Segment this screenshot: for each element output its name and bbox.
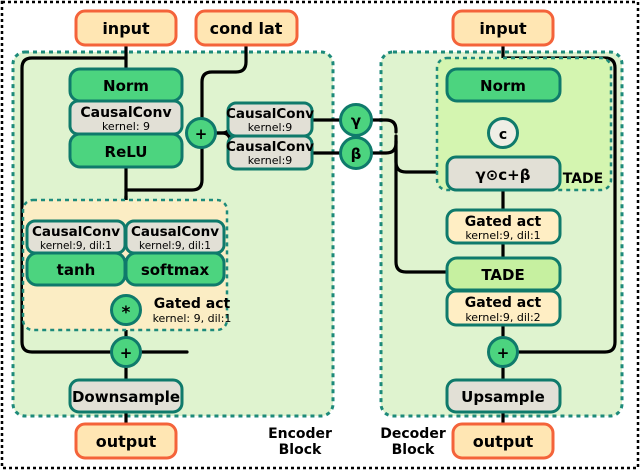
encoder-residual-add-symbol: +	[120, 344, 133, 362]
decoder-gated-act-1[interactable]: Gated act kernel:9, dil:1	[445, 208, 562, 245]
encoder-gated-left-conv[interactable]: CausalConv kernel:9, dil:1	[25, 219, 127, 255]
decoder-tade-block[interactable]: TADE	[445, 256, 562, 292]
decoder-gated-act-2-title: Gated act	[465, 295, 542, 311]
beta-causalconv-title: CausalConv	[226, 139, 314, 155]
encoder-relu-label: ReLU	[105, 143, 148, 161]
tade-affine-box[interactable]: γ⊙c+β	[445, 155, 562, 192]
decoder-residual-add-symbol: +	[497, 344, 510, 362]
upsample-box[interactable]: Upsample	[445, 378, 562, 414]
encoder-input-box[interactable]: input	[74, 9, 178, 47]
decoder-output-label: output	[473, 432, 534, 451]
decoder-norm-box[interactable]: Norm	[445, 67, 562, 103]
decoder-input-box[interactable]: input	[451, 9, 555, 47]
downsample-box[interactable]: Downsample	[68, 378, 184, 414]
encoder-plus-symbol: +	[195, 125, 208, 143]
encoder-input-label: input	[102, 19, 150, 38]
encoder-multiply-node: *	[110, 294, 142, 326]
bridge-edges	[214, 118, 449, 274]
downsample-label: Downsample	[72, 388, 180, 406]
decoder-block-caption-line2: Block	[392, 442, 435, 458]
encoder-relu-box[interactable]: ReLU	[68, 132, 184, 169]
encoder-gated-region-title: Gated act	[154, 296, 231, 312]
encoder-plus-node: +	[185, 117, 217, 149]
encoder-output-label: output	[96, 432, 157, 451]
beta-causalconv-box[interactable]: CausalConv kernel:9	[226, 134, 314, 171]
decoder-gated-act-1-title: Gated act	[465, 214, 542, 230]
beta-causalconv-sub: kernel:9	[248, 154, 293, 167]
encoder-norm-label: Norm	[103, 77, 149, 95]
decoder-tade-block-label: TADE	[481, 266, 524, 284]
beta-symbol: β	[351, 145, 362, 163]
gamma-causalconv-title: CausalConv	[226, 106, 314, 122]
encoder-output-box[interactable]: output	[74, 422, 178, 460]
encoder-tanh-box[interactable]: tanh	[25, 251, 127, 287]
decoder-gated-act-2-sub: kernel:9, dil:2	[465, 311, 540, 324]
encoder-causalconv-sub: kernel: 9	[102, 120, 150, 133]
decoder-output-box[interactable]: output	[451, 422, 555, 460]
beta-node: β	[339, 136, 373, 170]
gamma-symbol: γ	[351, 112, 361, 130]
gamma-causalconv-box[interactable]: CausalConv kernel:9	[226, 101, 314, 138]
encoder-gated-right-conv-sub: kernel:9, dil:1	[139, 240, 211, 252]
decoder-gated-act-2[interactable]: Gated act kernel:9, dil:2	[445, 289, 562, 327]
encoder-causalconv-title: CausalConv	[80, 105, 171, 121]
decoder-block-caption-line1: Decoder	[380, 426, 446, 442]
tade-region-label: TADE	[563, 171, 603, 187]
encoder-tanh-label: tanh	[57, 261, 96, 279]
cond-lat-box[interactable]: cond lat	[194, 9, 299, 47]
decoder-residual-add-node: +	[487, 336, 519, 368]
encoder-softmax-label: softmax	[141, 261, 210, 279]
tade-affine-label: γ⊙c+β	[476, 166, 531, 184]
tade-c-node: c	[487, 117, 519, 149]
encoder-residual-add-node: +	[110, 336, 142, 368]
decoder-norm-label: Norm	[480, 77, 526, 95]
encoder-gated-right-conv-title: CausalConv	[131, 224, 219, 240]
gamma-causalconv-sub: kernel:9	[248, 121, 293, 134]
encoder-causalconv-box[interactable]: CausalConv kernel: 9	[68, 99, 184, 136]
encoder-gated-right-conv[interactable]: CausalConv kernel:9, dil:1	[124, 219, 226, 255]
gamma-node: γ	[339, 103, 373, 137]
encoder-gated-left-conv-sub: kernel:9, dil:1	[40, 240, 112, 252]
encoder-gated-left-conv-title: CausalConv	[32, 224, 120, 240]
cond-lat-label: cond lat	[210, 19, 283, 38]
decoder-input-label: input	[479, 19, 527, 38]
encoder-norm-box[interactable]: Norm	[68, 67, 184, 103]
encoder-multiply-symbol: *	[122, 303, 131, 323]
encoder-block-caption-line2: Block	[279, 442, 322, 458]
encoder-block-caption-line1: Encoder	[268, 426, 332, 442]
upsample-label: Upsample	[461, 388, 545, 406]
decoder-gated-act-1-sub: kernel:9, dil:1	[465, 229, 540, 242]
encoder-gated-region-sub: kernel: 9, dil:1	[153, 312, 232, 325]
encoder-softmax-box[interactable]: softmax	[124, 251, 226, 287]
tade-c-symbol: c	[499, 127, 507, 143]
